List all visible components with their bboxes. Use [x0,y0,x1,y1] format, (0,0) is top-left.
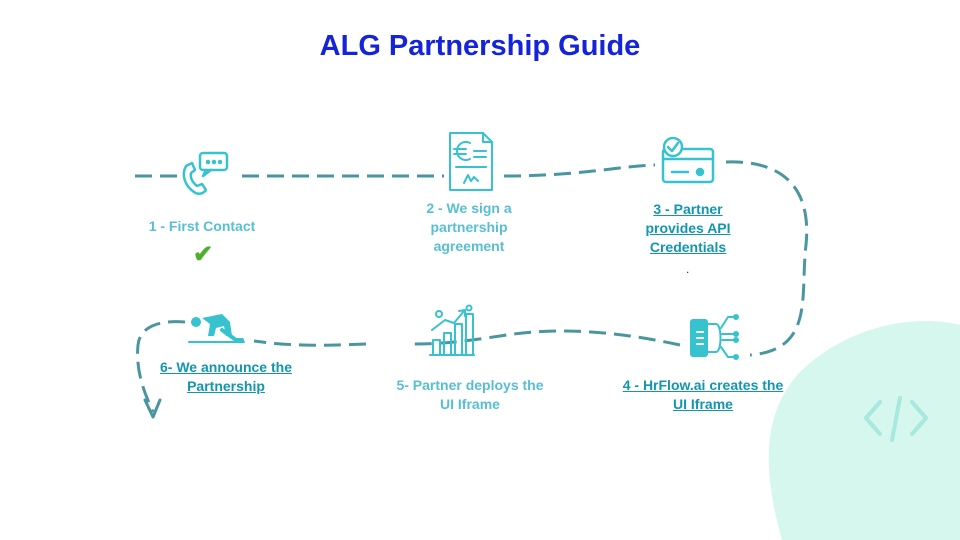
stray-mark: . [686,262,690,276]
page-title: ALG Partnership Guide [319,30,641,62]
step-3-link[interactable]: 3 - Partner provides API Credentials [645,201,731,255]
path-arrowhead [143,398,162,419]
step-6-link[interactable]: 6- We announce the Partnership [160,359,292,394]
euro-contract-icon [449,132,493,191]
code-device-icon [690,314,739,360]
growth-chart-icon [429,304,475,356]
runner-start-icon [188,314,245,343]
step-2-label: 2 - We sign a partnership agreement [426,200,512,254]
step-1-label: 1 - First Contact [148,218,256,234]
decorative-blob [768,321,960,540]
phone-chat-icon [182,151,229,195]
check-mark-icon: ✔ [193,241,214,268]
roadmap-path [135,160,809,413]
credit-card-check-icon [661,136,715,184]
step-5-label: 5- Partner deploys the UI Iframe [396,377,544,412]
step-4-link[interactable]: 4 - HrFlow.ai creates the UI Iframe [622,377,784,412]
code-brackets-icon [864,396,928,442]
